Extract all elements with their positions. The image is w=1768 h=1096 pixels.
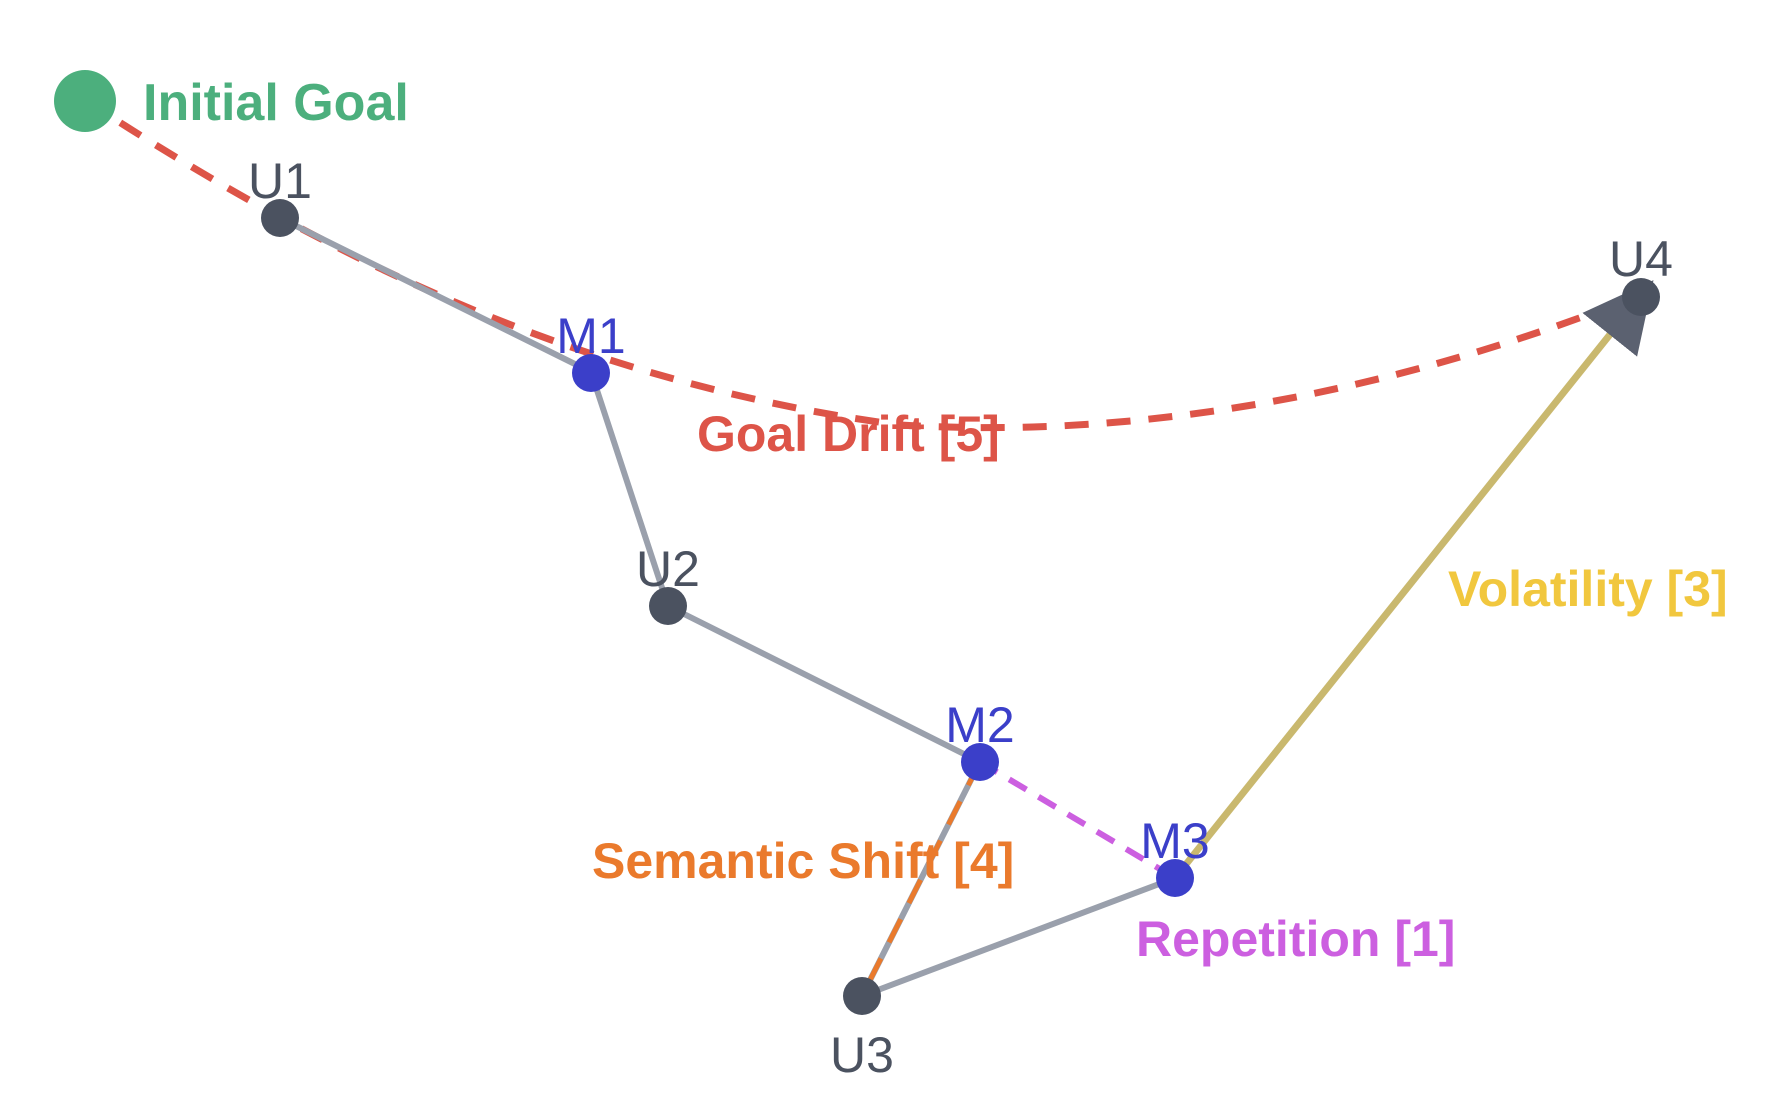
volatility-arrow xyxy=(1172,280,1654,881)
path-segment-m1-u2 xyxy=(588,369,671,609)
semantic-shift-label: Semantic Shift [4] xyxy=(592,833,1014,889)
node-u4: U4 xyxy=(1609,231,1673,316)
path-segment-u1-m1 xyxy=(277,215,594,375)
node-label-m3: M3 xyxy=(1140,813,1209,869)
node-u3: U3 xyxy=(830,977,894,1083)
path-segment-u3-m3 xyxy=(859,875,1178,999)
node-m2: M2 xyxy=(945,697,1015,781)
node-label-u3: U3 xyxy=(830,1027,894,1083)
node-u1: U1 xyxy=(248,153,312,237)
node-label-m2: M2 xyxy=(945,697,1014,753)
volatility-label: Volatility [3] xyxy=(1448,561,1728,617)
node-m3: M3 xyxy=(1140,813,1210,897)
node-label-m1: M1 xyxy=(556,308,625,364)
path-segment-m2-u3 xyxy=(859,759,983,999)
initial-goal-marker xyxy=(54,70,116,132)
node-label-u2: U2 xyxy=(636,541,700,597)
goal-drift-label: Goal Drift [5] xyxy=(697,406,1000,462)
initial-goal-label: Initial Goal xyxy=(143,74,409,132)
conversation-path xyxy=(277,215,1178,999)
node-u2: U2 xyxy=(636,541,700,625)
node-label-u4: U4 xyxy=(1609,231,1673,287)
node-label-u1: U1 xyxy=(248,153,312,209)
node-m1: M1 xyxy=(556,308,626,392)
repetition-line xyxy=(978,759,1177,881)
repetition-label: Repetition [1] xyxy=(1136,911,1455,967)
path-segment-u2-m2 xyxy=(665,603,983,765)
goal-drift-curve xyxy=(83,97,1642,432)
